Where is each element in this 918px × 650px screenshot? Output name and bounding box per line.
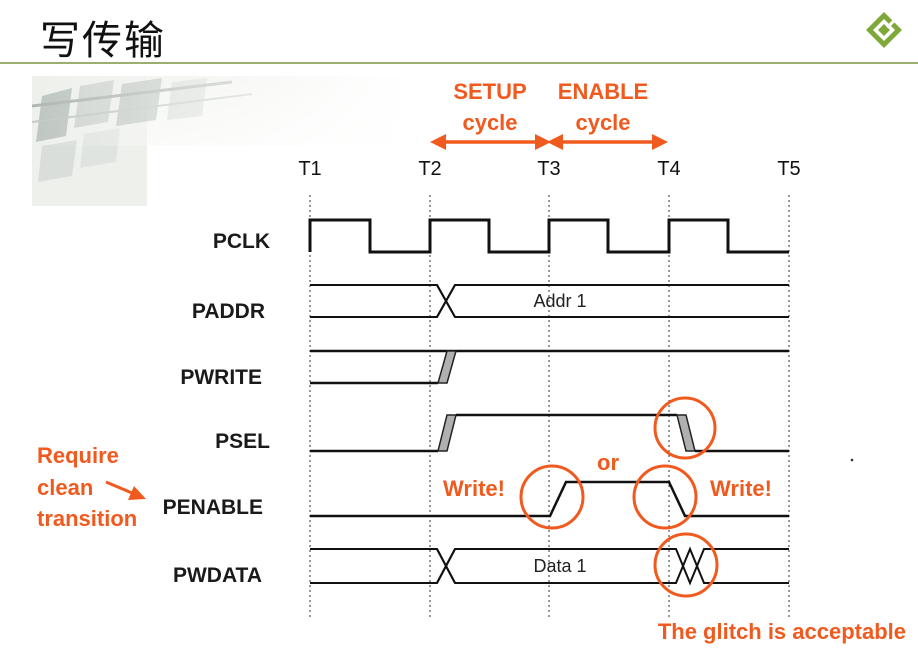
- enable-cycle-arrow: [547, 134, 668, 150]
- time-marker-t3: T3: [537, 158, 560, 180]
- title-divider: [0, 62, 918, 64]
- pwrite-waveform: [310, 349, 789, 385]
- penable-waveform: [310, 480, 789, 518]
- penable-fall-circle: [632, 464, 698, 530]
- logo-icon: [866, 12, 902, 48]
- time-marker-t1: T1: [298, 158, 321, 180]
- pwdata-waveform: [310, 546, 789, 586]
- pwdata-value: Data 1: [533, 556, 586, 576]
- note-write-right: Write!: [710, 476, 772, 501]
- psel-waveform: [310, 413, 789, 453]
- enable-label: ENABLE: [558, 79, 648, 104]
- stray-dot: [850, 458, 854, 462]
- pwdata-glitch-circle: [653, 532, 719, 598]
- setup-label: SETUP: [453, 79, 526, 104]
- enable-cycle-label: cycle: [575, 110, 630, 135]
- note-clean: clean: [37, 475, 93, 500]
- psel-glitch-circle: [653, 396, 717, 460]
- note-write-left: Write!: [443, 476, 505, 501]
- signal-label-psel: PSEL: [215, 430, 270, 453]
- page-title: 写传输: [40, 18, 166, 64]
- note-glitch: The glitch is acceptable: [658, 619, 906, 644]
- note-or: or: [597, 450, 619, 475]
- penable-rise-circle: [519, 464, 585, 530]
- paddr-waveform: [310, 284, 789, 318]
- pclk-waveform: [308, 218, 789, 254]
- signal-label-pwdata: PWDATA: [173, 564, 262, 587]
- signal-label-penable: PENABLE: [163, 496, 263, 519]
- time-marker-t2: T2: [418, 158, 441, 180]
- note-transition: transition: [37, 506, 137, 531]
- note-require: Require: [37, 443, 119, 468]
- signal-label-pclk: PCLK: [213, 230, 270, 253]
- setup-cycle-arrow: [430, 134, 551, 150]
- setup-cycle-label: cycle: [462, 110, 517, 135]
- time-guides: [309, 195, 790, 618]
- time-marker-t4: T4: [657, 158, 680, 180]
- decorative-graphic: [32, 76, 414, 206]
- time-marker-t5: T5: [777, 158, 800, 180]
- note-arrow: [105, 480, 146, 500]
- signal-label-paddr: PADDR: [192, 300, 265, 323]
- paddr-value: Addr 1: [533, 291, 586, 311]
- signal-label-pwrite: PWRITE: [180, 366, 262, 389]
